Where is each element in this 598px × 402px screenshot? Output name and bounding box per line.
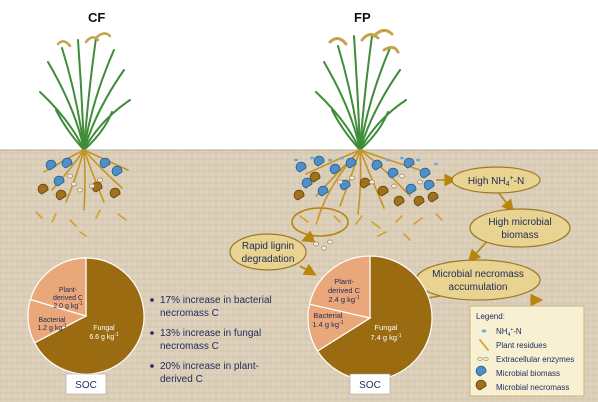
bullet-1-line2: necromass C (160, 308, 219, 319)
right-pie-fungal-value: 7.4 g kg-1 (370, 333, 401, 342)
left-rice-plant-icon (39, 32, 131, 151)
left-pie-bacterial-label: Bacterial (38, 317, 66, 324)
enzyme-icon (477, 356, 489, 362)
bullet-1-line1: 17% increase in bacterial (160, 295, 272, 306)
right-pie-plant-label-2: derived C (328, 286, 361, 295)
left-enzyme-cluster (67, 173, 103, 193)
bullet-2-line1: 13% increase in fungal (160, 328, 261, 339)
left-pie-plant-label-1: Plant- (59, 287, 78, 294)
title-fp: FP (354, 10, 371, 25)
right-pie-plant-label-1: Plant- (334, 277, 354, 286)
high-nh4-bubble (451, 166, 541, 194)
legend-item-residues: Plant residues (496, 341, 547, 350)
bullet-dot-2 (150, 331, 154, 335)
right-pie-bacterial-label: Bacterial (313, 311, 343, 320)
legend-item-biomass: Microbial biomass (496, 369, 560, 378)
left-soc-label-box (65, 373, 107, 395)
left-microbial-biomass-cluster (45, 157, 123, 187)
bullet-dot-1 (150, 298, 154, 302)
lignin-bubble (229, 233, 307, 271)
left-pie-fungal-label: Fungal (93, 325, 115, 332)
legend-item-nh4: NH4+-N (496, 327, 522, 338)
left-soc-pie (27, 257, 145, 375)
high-nh4-text: High NH4+-N (468, 175, 524, 188)
lignin-line1: Rapid lignin (242, 241, 294, 252)
left-roots (43, 149, 129, 211)
plant-residue-icon (479, 339, 489, 351)
legend-item-enzymes: Extracellular enzymes (496, 355, 574, 364)
high-microbial-bubble (469, 208, 571, 248)
legend-box: Legend: NH4+-N Plant residues Extracellu… (469, 305, 585, 397)
left-soc-label: SOC (75, 380, 97, 391)
right-pie-slice-fungal (316, 255, 433, 381)
left-pie-plant-value: 2.0 g kg-1 (53, 301, 83, 310)
right-soc-pie (307, 255, 433, 381)
right-enzyme-cluster (313, 173, 423, 251)
bullet-3-line2: derived C (160, 374, 203, 385)
bullet-2-line2: necromass C (160, 341, 219, 352)
left-plant-residues (35, 209, 127, 237)
right-pie-bacterial-value: 1.4 g kg-1 (312, 320, 343, 329)
right-nh4-dots (294, 156, 438, 166)
bullet-dot-3 (150, 364, 154, 368)
right-pie-fungal-label: Fungal (375, 323, 398, 332)
left-pie-slice-plant-derived (29, 257, 87, 317)
right-pie-plant-value: 2.4 g kg-1 (328, 295, 359, 304)
left-pie-slice-fungal (33, 257, 145, 375)
legend-title: Legend: (476, 312, 505, 321)
left-microbial-necromass-cluster (37, 181, 121, 201)
lignin-line2: degradation (242, 254, 295, 265)
right-rice-plant-icon (315, 29, 407, 151)
title-cf: CF (88, 10, 105, 25)
left-pie-plant-label-2: derived C (53, 295, 83, 302)
residue-highlight-oval (291, 207, 349, 237)
necromass-bubble (415, 259, 541, 301)
right-pie-slice-plant-derived (308, 255, 371, 319)
left-pie-fungal-value: 6.6 g kg-1 (89, 332, 119, 341)
right-microbial-biomass-cluster (295, 155, 435, 197)
right-soc-label: SOC (359, 380, 381, 391)
right-plant-residues (299, 213, 443, 241)
necromass-line2: accumulation (449, 282, 508, 293)
bullet-list: 17% increase in bacterial necromass C 13… (150, 295, 272, 385)
right-soc-label-box (349, 373, 391, 395)
left-pie-bacterial-value: 1.2 g kg-1 (37, 323, 67, 332)
high-microbial-line1: High microbial (488, 217, 551, 228)
microbial-necromass-icon (475, 379, 487, 391)
high-microbial-line2: biomass (501, 230, 538, 241)
microbial-biomass-icon (475, 365, 487, 377)
bullet-3-line1: 20% increase in plant- (160, 361, 259, 372)
right-microbial-necromass-cluster (293, 171, 439, 207)
nh4-dot-icon (481, 329, 487, 333)
necromass-line1: Microbial necromass (432, 269, 524, 280)
legend-item-necromass: Microbial necromass (496, 383, 569, 392)
